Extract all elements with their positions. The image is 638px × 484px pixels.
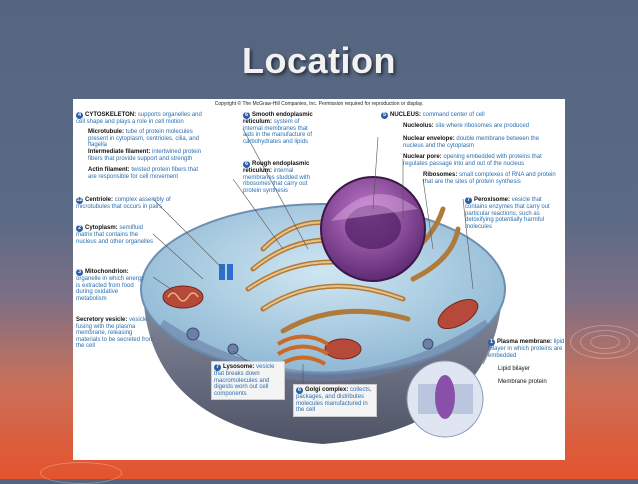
cell-diagram-figure: Copyright © The McGraw-Hill Companies, I… xyxy=(73,99,565,460)
cell-illustration xyxy=(140,128,506,444)
centriole-shape xyxy=(219,264,233,280)
mitochondria-shapes xyxy=(162,285,479,360)
label-secretory-vesicle: Secretory vesicle: vesicle fusing with t… xyxy=(76,317,154,349)
label-lipid-bilayer: Lipid bilayer xyxy=(498,366,531,372)
label-nucleolus: Nucleolus: site where ribosomes are prod… xyxy=(403,123,530,129)
label-actin-filament: Actin filament: twisted protein fibers t… xyxy=(88,167,199,180)
label-ribosomes: Ribosomes: small complexes of RNA and pr… xyxy=(423,172,556,185)
label-intermediate-filament: Intermediate filament: intertwined prote… xyxy=(88,149,202,162)
decorative-ripple xyxy=(570,325,638,359)
membrane-inset xyxy=(406,360,484,438)
label-nuclear-envelope: Nuclear envelope: double membrane betwee… xyxy=(403,136,540,149)
copyright-notice: Copyright © The McGraw-Hill Companies, I… xyxy=(214,101,424,107)
decorative-ripple xyxy=(40,462,122,484)
label-membrane-protein: Membrane protein xyxy=(498,379,547,385)
label-microtubule: Microtubule: tube of protein molecules p… xyxy=(88,129,200,148)
label-nuclear-pore: Nuclear pore: opening embedded with prot… xyxy=(403,154,542,167)
slide-title: Location xyxy=(242,40,396,81)
